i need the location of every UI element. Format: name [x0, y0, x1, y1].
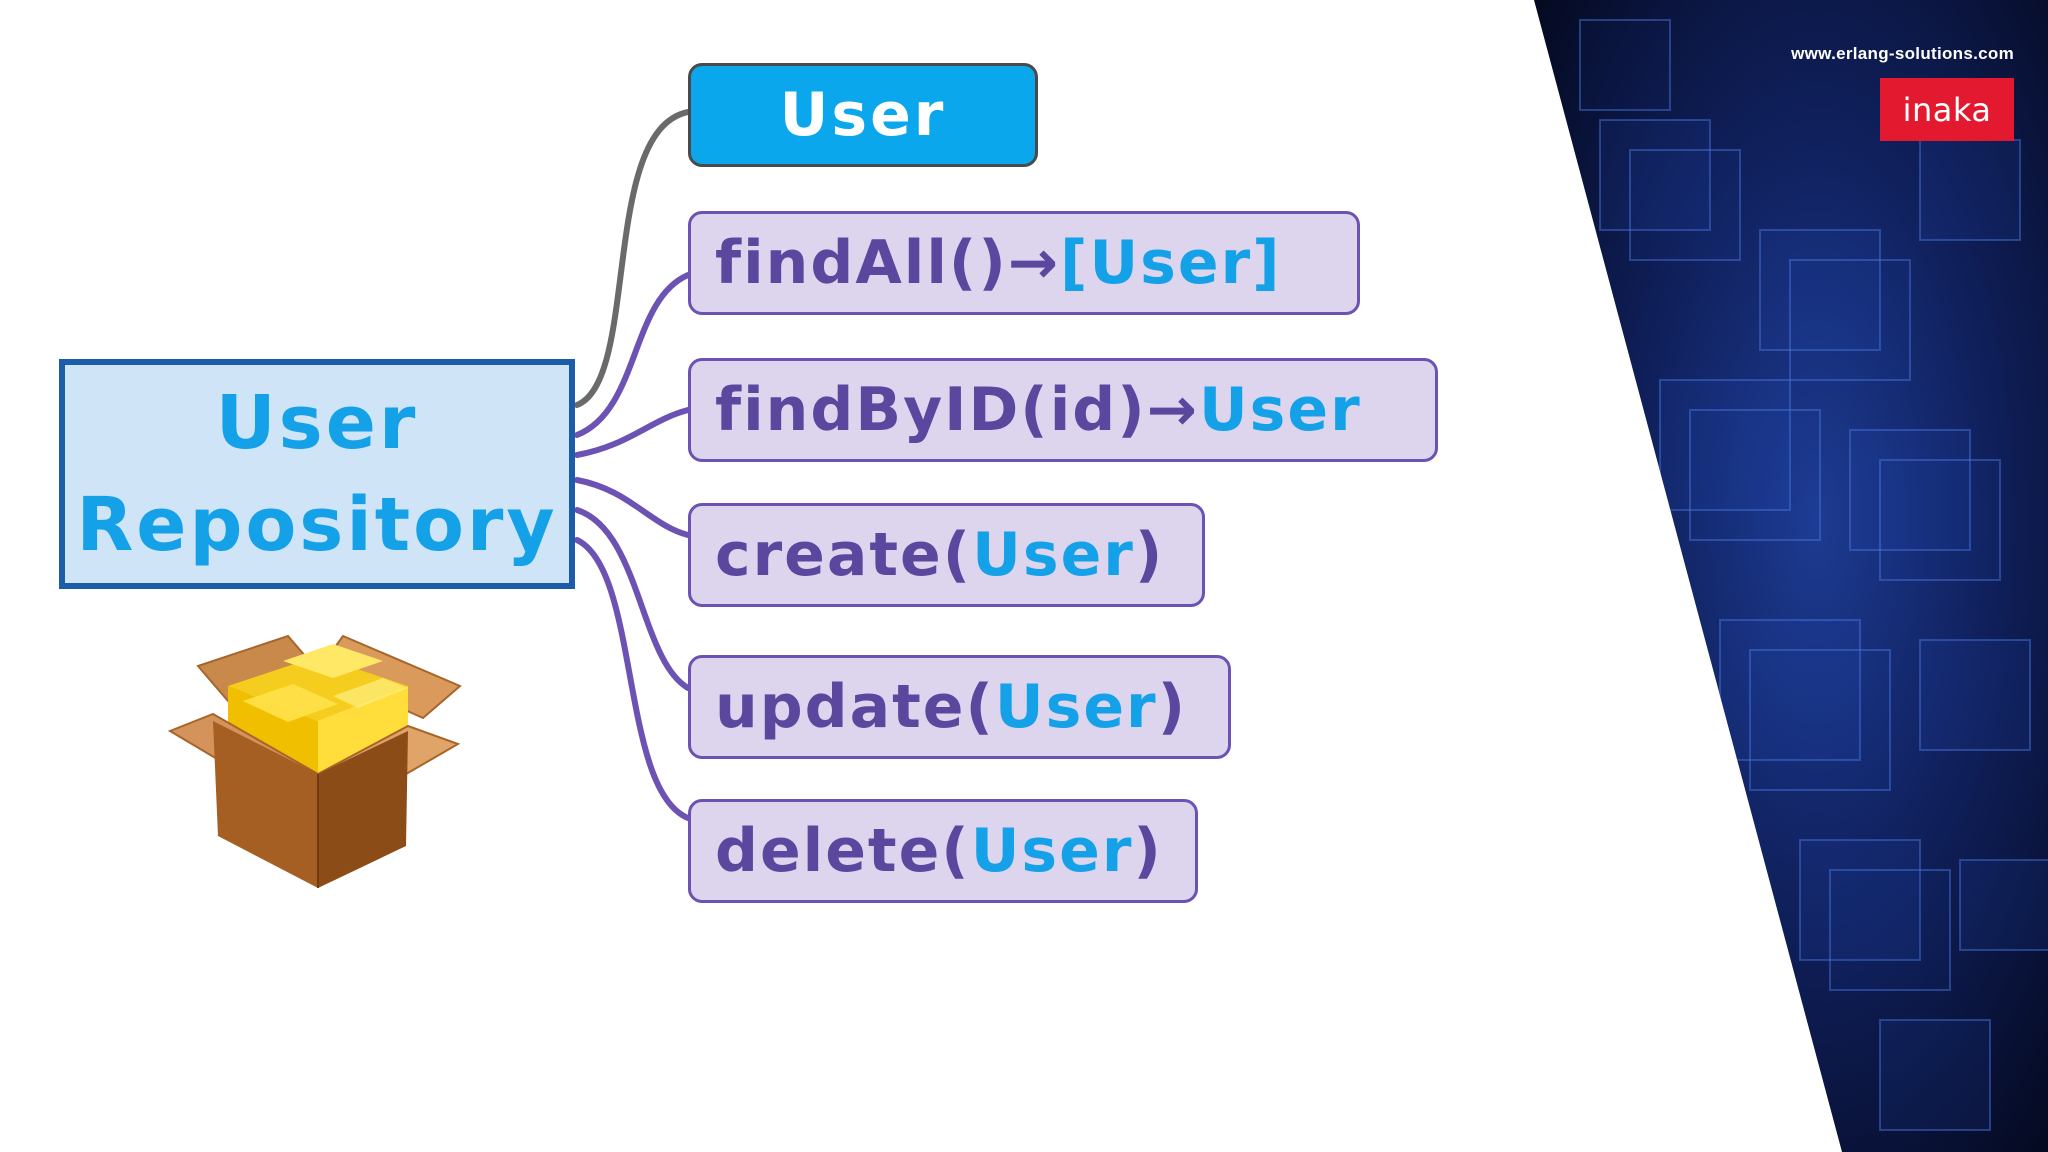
method-update: update(User)	[688, 655, 1231, 759]
method-name: findAll()	[715, 228, 1008, 298]
method-type: User	[972, 520, 1135, 590]
method-arrow: →	[1007, 228, 1061, 298]
site-url[interactable]: www.erlang-solutions.com	[1791, 44, 2014, 63]
user-repository-box: User Repository	[59, 359, 575, 589]
connector-method-3	[574, 477, 691, 538]
method-type: User	[970, 816, 1134, 886]
method-type: [User]	[1060, 228, 1282, 298]
connector-method-5	[574, 537, 691, 821]
method-close: )	[1134, 520, 1165, 590]
method-close: )	[1157, 672, 1188, 742]
method-name: create(	[715, 520, 973, 590]
method-find-by-id: findByID(id) → User	[688, 358, 1438, 462]
method-find-all: findAll() → [User]	[688, 211, 1360, 315]
connector-method-2	[574, 407, 691, 458]
connector-method-1	[574, 272, 691, 438]
method-name: update(	[715, 672, 995, 742]
method-type: User	[994, 672, 1158, 742]
package-box-icon	[168, 634, 462, 888]
repository-title-line1: User	[215, 380, 419, 466]
user-entity-label: User	[779, 80, 947, 150]
user-entity-box: User	[688, 63, 1038, 167]
method-delete: delete(User)	[688, 799, 1198, 903]
method-close: )	[1133, 816, 1163, 886]
method-name: findByID(id)	[715, 375, 1147, 445]
method-arrow: →	[1146, 375, 1199, 445]
method-create: create(User)	[688, 503, 1205, 607]
method-name: delete(	[715, 816, 971, 886]
inaka-logo: inaka	[1880, 78, 2014, 141]
connector-entity	[574, 109, 691, 408]
method-type: User	[1198, 375, 1362, 445]
connector-method-4	[574, 507, 691, 691]
repository-title-line2: Repository	[76, 482, 558, 568]
